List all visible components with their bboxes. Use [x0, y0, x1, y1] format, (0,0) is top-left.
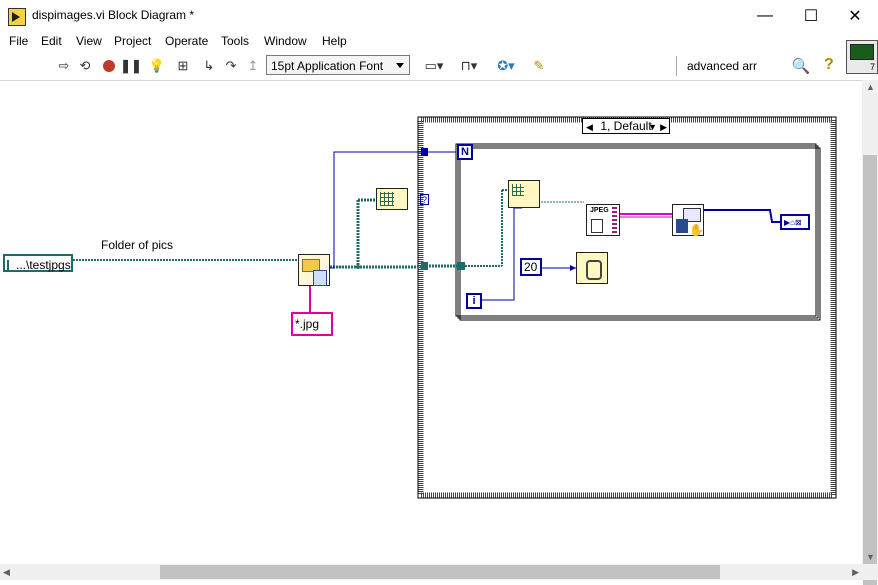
toolbar: ⇨ ⟲ ❚❚ 💡 ⊞ ↳ ↷ ↥ ▭▾ ⊓▾ ✪▾ ✎ [0, 52, 840, 80]
menu-project[interactable]: Project [114, 34, 152, 48]
step-over-icon[interactable]: ↷ [225, 58, 237, 73]
context-help-icon[interactable]: ? [824, 56, 834, 73]
wire-label[interactable]: Folder of pics [101, 238, 174, 252]
list-folder-node[interactable] [298, 254, 330, 286]
path-tunnel [421, 262, 428, 270]
font-selector[interactable]: 15pt Application Font [266, 55, 410, 75]
count-tunnel [421, 148, 428, 156]
run-continuously-icon[interactable]: ⟲ [79, 58, 91, 73]
index-array-node[interactable] [508, 180, 540, 208]
search-icon[interactable]: 🔍 [791, 58, 811, 75]
window-title: dispimages.vi Block Diagram * [32, 8, 195, 22]
distribute-objects-icon[interactable]: ⊓▾ [460, 58, 478, 73]
vi-icon: 7 [846, 40, 878, 74]
hand-icon: ✋ [689, 223, 704, 237]
retain-wire-values-icon[interactable]: ⊞ [177, 58, 189, 73]
menu-window[interactable]: Window [264, 34, 307, 48]
picture-frame-icon [683, 208, 701, 222]
step-into-icon[interactable]: ↳ [203, 58, 215, 73]
pattern-constant[interactable]: *.jpg [291, 312, 333, 336]
scrollbar-corner [862, 564, 878, 580]
path-constant-icon [7, 260, 15, 270]
iteration-terminal[interactable]: i [466, 293, 482, 309]
pause-icon[interactable]: ❚❚ [120, 58, 142, 73]
wait-ms-node[interactable] [576, 252, 608, 284]
toolbar-divider [0, 80, 862, 81]
block-diagram-wires [73, 116, 837, 499]
scroll-down-icon[interactable]: ▼ [866, 552, 875, 562]
unknown-indicator[interactable]: ? [420, 194, 429, 205]
horizontal-scroll-thumb[interactable] [160, 565, 720, 579]
close-button[interactable]: ✕ [848, 8, 862, 25]
menu-edit[interactable]: Edit [41, 34, 62, 48]
picture-indicator-icon: ▶⌂⊠ [784, 218, 802, 227]
wire-junction-2 [338, 265, 342, 269]
title-bar: dispimages.vi Block Diagram * — ☐ ✕ [0, 0, 878, 32]
count-wire[interactable] [330, 151, 422, 269]
highlight-execution-icon[interactable]: 💡 [148, 58, 166, 73]
array-size-node[interactable] [376, 188, 408, 210]
case-structure-border[interactable] [418, 117, 836, 498]
vi-icon-screen [850, 44, 874, 60]
watch-icon [586, 260, 602, 280]
for-loop-frame[interactable] [455, 143, 817, 317]
index-grid-icon [512, 184, 524, 196]
menu-file[interactable]: File [9, 34, 29, 48]
vertical-scroll-thumb[interactable] [863, 155, 877, 585]
wait-wire-arrow [570, 265, 576, 271]
run-arrow-icon[interactable]: ⇨ [58, 58, 70, 73]
for-loop-shadow [459, 147, 821, 321]
scroll-up-icon[interactable]: ▲ [866, 82, 875, 92]
case-dropdown-icon[interactable]: ▼ [648, 122, 657, 132]
menu-help[interactable]: Help [322, 34, 347, 48]
menu-operate[interactable]: Operate [165, 34, 209, 48]
folder-icon [302, 259, 320, 272]
picture-indicator[interactable]: ▶⌂⊠ [780, 214, 810, 230]
labview-app-icon [8, 8, 26, 26]
draw-pixmap-node[interactable]: ✋ [672, 204, 704, 237]
chevron-down-icon [396, 63, 404, 68]
horizontal-scrollbar[interactable]: ◀ ▶ [0, 564, 862, 580]
loop-path-tunnel [457, 262, 465, 270]
case-prev-icon[interactable]: ◀ [586, 122, 593, 132]
cluster-output-icon [612, 207, 617, 233]
vi-icon-number: 7 [869, 62, 875, 72]
files-icon [313, 270, 327, 286]
minimize-button[interactable]: — [757, 7, 773, 24]
menu-view[interactable]: View [76, 34, 102, 48]
align-objects-icon[interactable]: ▭▾ [424, 58, 444, 73]
cleanup-diagram-icon[interactable]: ✎ [533, 58, 545, 73]
menu-tools[interactable]: Tools [221, 34, 250, 48]
reorder-icon[interactable]: ✪▾ [497, 58, 515, 73]
scroll-left-icon[interactable]: ◀ [3, 567, 10, 577]
wire-junction [356, 265, 360, 269]
case-selector[interactable]: ◀ 1, Default ▼ ▶ [582, 118, 670, 134]
path-constant[interactable]: ...\testjpgs [3, 254, 73, 272]
menu-bar: File Edit View Project Operate Tools Win… [0, 32, 840, 52]
maximize-button[interactable]: ☐ [803, 8, 819, 25]
case-structure-outline [417, 116, 837, 499]
step-out-icon[interactable]: ↥ [247, 58, 259, 73]
array-grid-icon [380, 192, 394, 206]
file-icon [591, 219, 603, 233]
wait-ms-constant[interactable]: 20 [520, 258, 542, 276]
for-loop-shadow-2 [457, 145, 819, 319]
search-field[interactable]: advanced arr [676, 56, 792, 76]
read-jpeg-node[interactable]: JPEG [586, 204, 620, 236]
picture-wire[interactable] [704, 209, 780, 223]
case-next-icon[interactable]: ▶ [660, 122, 667, 132]
abort-icon[interactable] [100, 57, 118, 75]
vertical-scrollbar[interactable]: ▲ ▼ [862, 80, 878, 585]
scroll-right-icon[interactable]: ▶ [852, 567, 859, 577]
pixmap-icon [676, 219, 688, 233]
iteration-wire[interactable] [482, 207, 522, 301]
count-terminal[interactable]: N [457, 144, 473, 160]
